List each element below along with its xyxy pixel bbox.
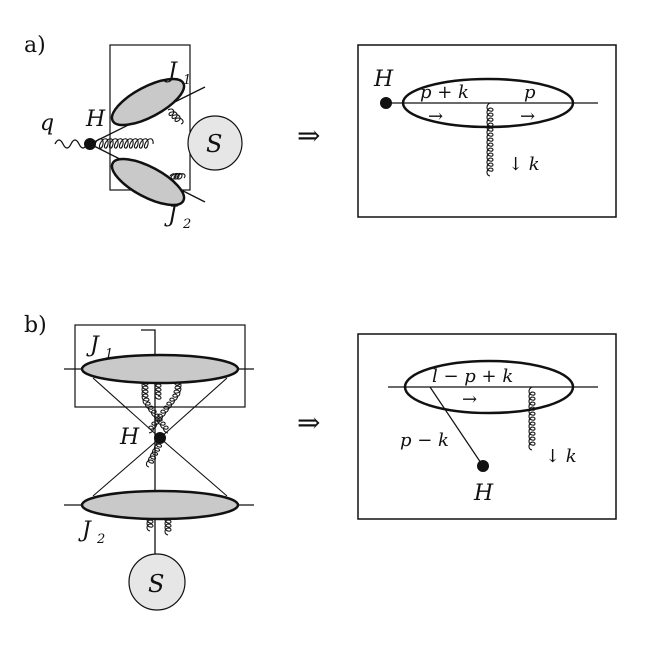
cone-line-2 xyxy=(159,377,228,439)
gluon-emission-a xyxy=(486,102,494,177)
soft-blob-b xyxy=(128,553,186,611)
label-j1-b: J xyxy=(86,333,100,358)
label-j2-sub-b: 2 xyxy=(96,532,105,547)
label-p-plus-k-a: p + k xyxy=(420,82,469,103)
label-s-a: S xyxy=(206,130,222,158)
label-q: q xyxy=(40,111,54,136)
gluon-b-2 xyxy=(148,377,182,434)
gluon-horizontal xyxy=(94,138,154,149)
gluon-b-3 xyxy=(154,379,162,400)
label-j2-sub-a: 2 xyxy=(182,217,191,232)
jet-box-b xyxy=(74,324,246,408)
label-j1-sub-b: 1 xyxy=(105,347,113,362)
label-j1-a: J xyxy=(164,59,178,84)
label-j2-a: J xyxy=(164,203,178,228)
arrow-p-a: → xyxy=(520,106,535,127)
jet1-ellipse xyxy=(110,77,186,127)
cone-line-4 xyxy=(159,437,228,497)
panel-a-tag: a) xyxy=(24,33,46,58)
implies-a: ⇒ xyxy=(297,119,320,152)
hard-vertex-b xyxy=(154,432,166,444)
hard-vertex-zoom-b xyxy=(477,460,489,472)
zoom-box-a xyxy=(357,44,617,218)
implies-b: ⇒ xyxy=(297,406,320,439)
photon-line xyxy=(54,139,88,149)
gluon-j1-s xyxy=(167,108,184,125)
jet-ellipse-a xyxy=(401,77,575,129)
gluon-j2-s xyxy=(169,173,186,180)
label-k-b: ↓ k xyxy=(545,446,577,467)
label-j2-b: J xyxy=(78,518,92,543)
gluon-b-1 xyxy=(141,377,169,434)
label-k-a: ↓ k xyxy=(508,154,540,175)
cone-line-3 xyxy=(92,437,161,497)
label-j1-sub-a: 1 xyxy=(183,73,191,88)
soft-blob-a xyxy=(187,115,243,171)
zoom-box-b xyxy=(357,333,617,520)
hard-vertex-a xyxy=(84,138,96,150)
label-h-zoom-b: H xyxy=(473,481,494,506)
jet-ellipse-b xyxy=(403,359,575,415)
gluon-emission-b xyxy=(528,386,536,451)
label-s-b: S xyxy=(148,570,164,598)
gluon-b-4 xyxy=(145,439,163,468)
label-h-a: H xyxy=(85,107,106,132)
label-l-minus-p-plus-k: l − p + k xyxy=(432,366,513,387)
label-h-b: H xyxy=(119,425,140,450)
label-p-minus-k: p − k xyxy=(400,430,449,451)
hard-vertex-zoom-a xyxy=(380,97,392,109)
label-p-a: p xyxy=(524,82,536,103)
jet1-ellipse-b xyxy=(80,353,240,385)
arrow-p-plus-k-a: → xyxy=(428,106,443,127)
panel-b-tag: b) xyxy=(24,313,47,338)
arrow-b: → xyxy=(462,389,477,410)
jet2-ellipse xyxy=(110,157,186,207)
jet2-ellipse-b xyxy=(80,489,240,521)
label-h-zoom-a: H xyxy=(373,67,394,92)
hard-line-b xyxy=(429,386,484,467)
